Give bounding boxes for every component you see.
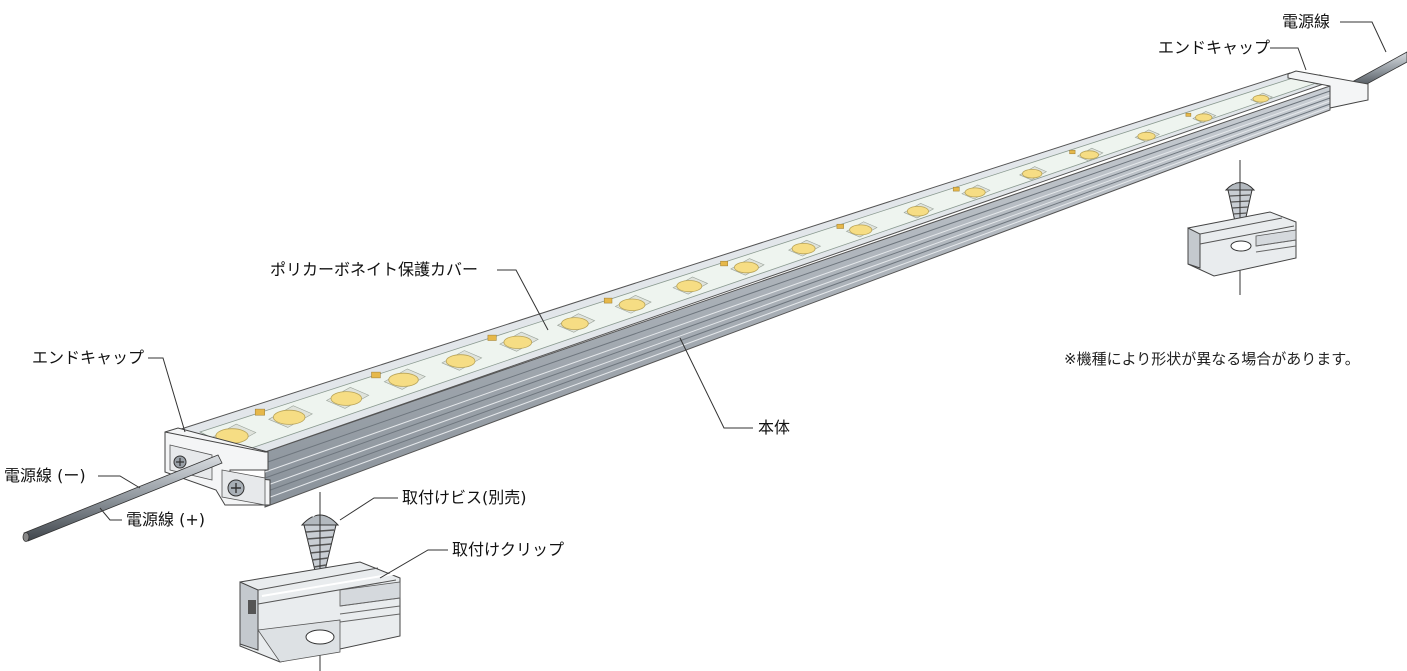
end-cap-right	[1287, 70, 1369, 109]
label-mounting-clip: 取付けクリップ	[452, 540, 565, 559]
led-chip	[330, 391, 363, 406]
resistor-pad	[603, 297, 613, 304]
led-chip	[1022, 168, 1043, 179]
label-mounting-screw: 取付けビス(別売)	[402, 488, 527, 507]
label-body: 本体	[758, 418, 791, 437]
led-chip	[676, 280, 703, 293]
led-chip	[1137, 131, 1156, 141]
led-chip	[791, 243, 816, 255]
label-power-wire-plus: 電源線 (+)	[126, 510, 205, 529]
resistor-pad	[254, 408, 265, 416]
led-chip	[618, 298, 646, 312]
led-chip	[964, 187, 986, 198]
led-chip	[1195, 113, 1213, 122]
led-chip	[1252, 94, 1270, 103]
resistor-pad	[1185, 112, 1192, 117]
mounting-clip-left	[239, 561, 401, 663]
led-chip	[906, 205, 929, 217]
label-end-cap-right: エンドキャップ	[1158, 38, 1271, 57]
led-chip	[388, 372, 419, 387]
label-polycarbonate-cover: ポリカーボネイト保護カバー	[270, 260, 479, 279]
mounting-clip-right	[1187, 211, 1297, 277]
resistor-pad	[952, 186, 960, 192]
led-chip	[503, 335, 533, 349]
resistor-pad	[1069, 149, 1076, 155]
power-wire-left	[22, 454, 223, 542]
led-chip	[734, 261, 759, 274]
led-chip	[445, 354, 476, 368]
led-chip	[849, 224, 873, 236]
leader-lines	[98, 21, 1387, 579]
resistor-pad	[720, 260, 728, 267]
resistor-pad	[836, 223, 844, 229]
led-chip	[273, 409, 306, 425]
led-bar-body	[176, 72, 1336, 508]
led-chips	[210, 74, 1330, 447]
resistor-pad	[371, 371, 381, 379]
led-chip	[1079, 150, 1100, 160]
label-power-wire-minus: 電源線 (ー)	[4, 466, 86, 485]
led-chip	[561, 317, 589, 331]
label-end-cap-left: エンドキャップ	[32, 348, 145, 367]
resistor-pad	[487, 334, 497, 341]
label-power-wire-top: 電源線	[1282, 12, 1331, 31]
shape-variation-note: ※機種により形状が異なる場合があります。	[1064, 350, 1360, 368]
